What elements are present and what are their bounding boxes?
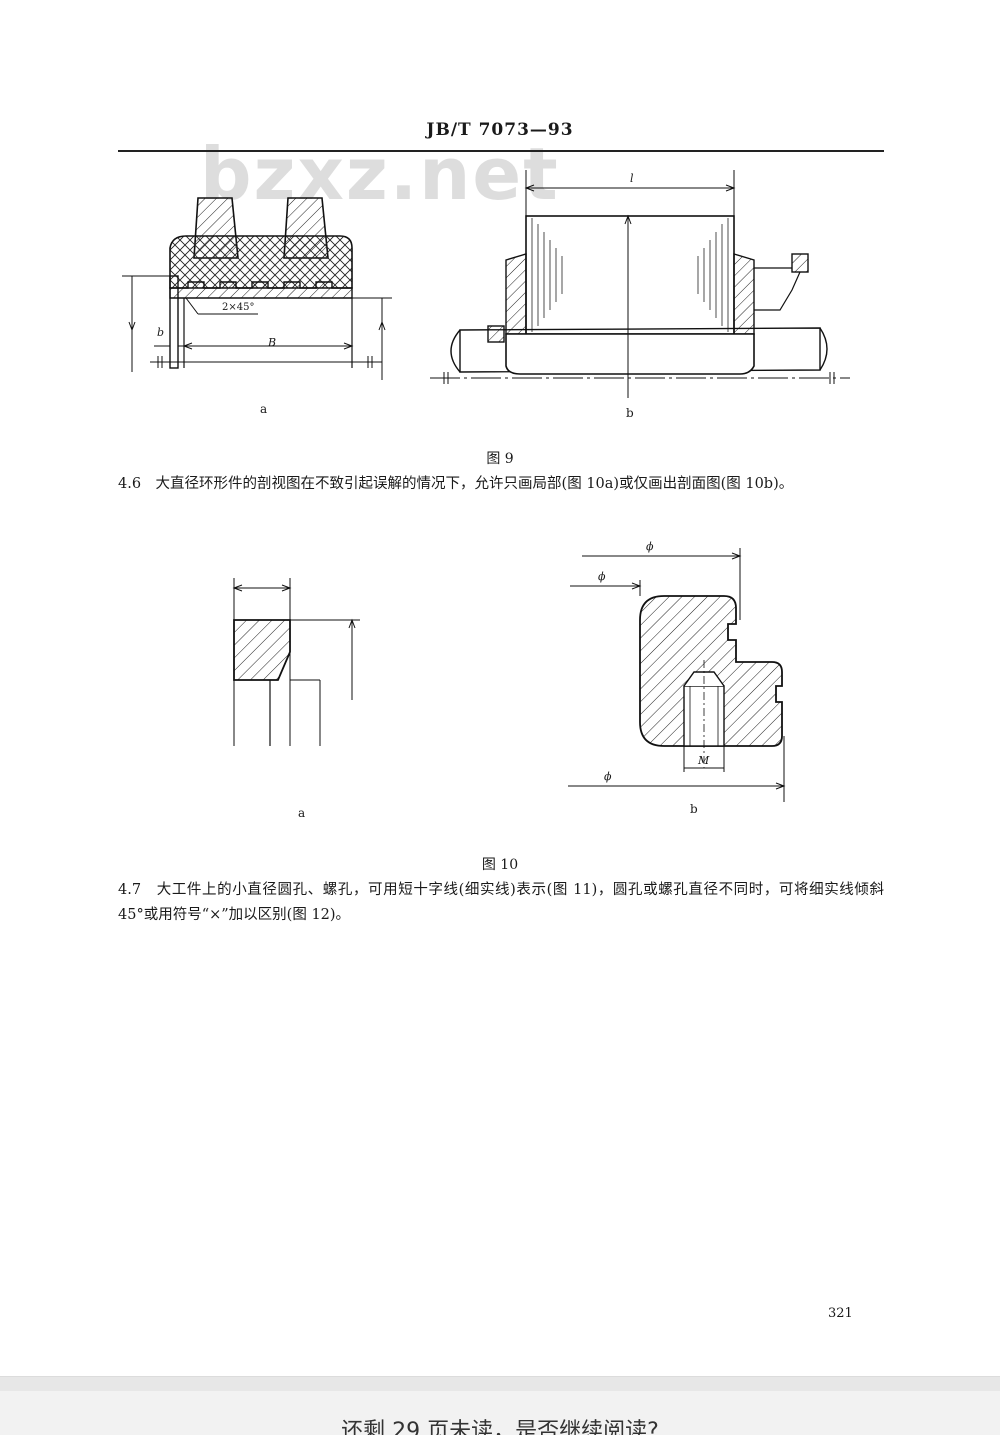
figure-10-dim-M: M [698,754,710,767]
figure-9a-label: a [260,402,268,416]
figure-10-caption: 图 10 [481,857,519,873]
figure-10-dim-phi-1: ϕ [646,540,654,553]
figure-9b-label: b [626,406,634,420]
continue-reading-banner[interactable]: 还剩 29 页未读，是否继续阅读? [0,1376,1000,1435]
header-rule [118,150,884,152]
figure-9-caption: 图 9 [486,451,514,467]
standard-id-header: JB/T 7073—93 [426,120,574,140]
figure-10-dim-phi-3: ϕ [604,770,612,783]
figure-9-dim-B: B [268,336,277,349]
figure-10a-label: a [298,806,306,820]
figure-10b-drawing [568,548,786,802]
continue-reading-prompt[interactable]: 还剩 29 页未读，是否继续阅读? [341,1419,659,1435]
figure-10a-drawing [232,578,360,746]
figure-9-dim-chamfer: 2×45° [222,302,255,313]
document-page: bzxz.net JB/T 7073—93 [118,120,884,1321]
figure-9-dim-l: l [630,172,634,185]
section-4-7-paragraph: 4.7 大工件上的小直径圆孔、螺孔，可用短十字线(细实线)表示(图 11)，圆孔… [118,882,884,923]
footer-divider [0,1377,1000,1391]
page-number: 321 [828,1306,853,1321]
watermark: bzxz.net [200,132,560,216]
figure-10-dim-phi-2: ϕ [598,570,606,583]
figure-9-dim-b: b [157,326,165,339]
figure-9a-drawing [122,197,392,380]
section-4-6-paragraph: 4.6 大直径环形件的剖视图在不致引起误解的情况下，允许只画局部(图 10a)或… [118,476,794,492]
figure-9b-drawing [430,170,850,398]
figure-10b-label: b [690,802,698,816]
